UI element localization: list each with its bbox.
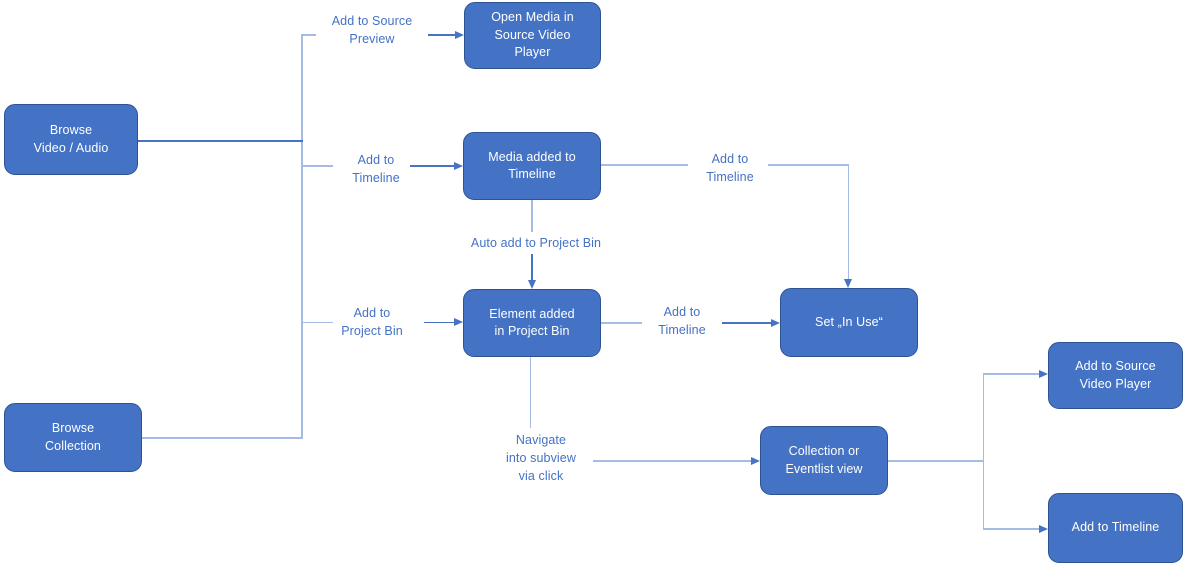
arrow-head-set-in-use-top	[844, 279, 852, 288]
node-add-to-timeline: Add to Timeline	[1048, 493, 1183, 563]
connector-auto-add-lower	[531, 254, 533, 281]
arrow-head-auto-add	[527, 280, 536, 289]
edge-label-add-to-timeline-left: Add to Timeline	[352, 153, 400, 185]
connector-auto-add-upper	[531, 200, 533, 232]
connector-branch-to-source-player	[983, 373, 1039, 375]
connector-browse-collection	[142, 437, 303, 439]
node-set-in-use: Set „In Use“	[780, 288, 918, 357]
connector-arrow-element-bin	[424, 321, 454, 324]
node-browse-collection: Browse Collection	[4, 403, 142, 472]
connector-navigate-arrow	[593, 460, 751, 462]
arrow-head-open-media	[455, 30, 464, 39]
arrow-head-media-timeline	[454, 161, 463, 170]
arrow-head-add-source-player	[1039, 369, 1048, 378]
connector-collection-right	[888, 460, 984, 462]
connector-trunk-vertical	[301, 34, 303, 438]
connector-right-branch-vertical	[982, 373, 984, 530]
connector-stub-source-preview	[301, 34, 316, 36]
arrow-head-set-in-use-left	[771, 318, 780, 327]
connector-arrow-open-media	[428, 34, 455, 36]
node-browse-video-audio: Browse Video / Audio	[4, 104, 138, 175]
connector-element-to-label	[601, 322, 642, 324]
connector-arrow-media-timeline	[410, 165, 454, 167]
connector-media-to-label-top	[601, 164, 688, 166]
connector-label-to-set-in-use	[722, 322, 771, 324]
edge-label-auto-add-project-bin: Auto add to Project Bin	[470, 236, 602, 250]
connector-label-top-vertical	[847, 164, 850, 280]
node-element-added-project-bin: Element added in Project Bin	[463, 289, 601, 357]
arrow-head-add-timeline	[1039, 524, 1048, 533]
connector-stub-project-bin	[301, 321, 333, 324]
edge-label-add-to-timeline-mid: Add to Timeline	[658, 305, 706, 337]
connector-element-down	[529, 357, 531, 428]
edge-label-navigate-into-subview: Navigate into subview via click	[506, 433, 576, 483]
edge-label-add-to-timeline-top: Add to Timeline	[706, 152, 754, 184]
node-add-to-source-video-player: Add to Source Video Player	[1048, 342, 1183, 409]
edge-label-add-to-project-bin: Add to Project Bin	[341, 306, 403, 338]
connector-browse-video-audio	[138, 140, 303, 142]
arrow-head-element-bin	[454, 318, 463, 326]
arrow-head-collection-view	[751, 456, 760, 465]
node-media-added-to-timeline: Media added to Timeline	[463, 132, 601, 200]
node-open-media-source-player: Open Media in Source Video Player	[464, 2, 601, 69]
connector-label-top-horizontal	[768, 164, 849, 166]
connector-stub-timeline	[301, 165, 333, 167]
edge-label-add-to-source-preview: Add to Source Preview	[331, 14, 413, 46]
node-collection-eventlist-view: Collection or Eventlist view	[760, 426, 888, 495]
connector-branch-to-timeline	[983, 528, 1039, 530]
